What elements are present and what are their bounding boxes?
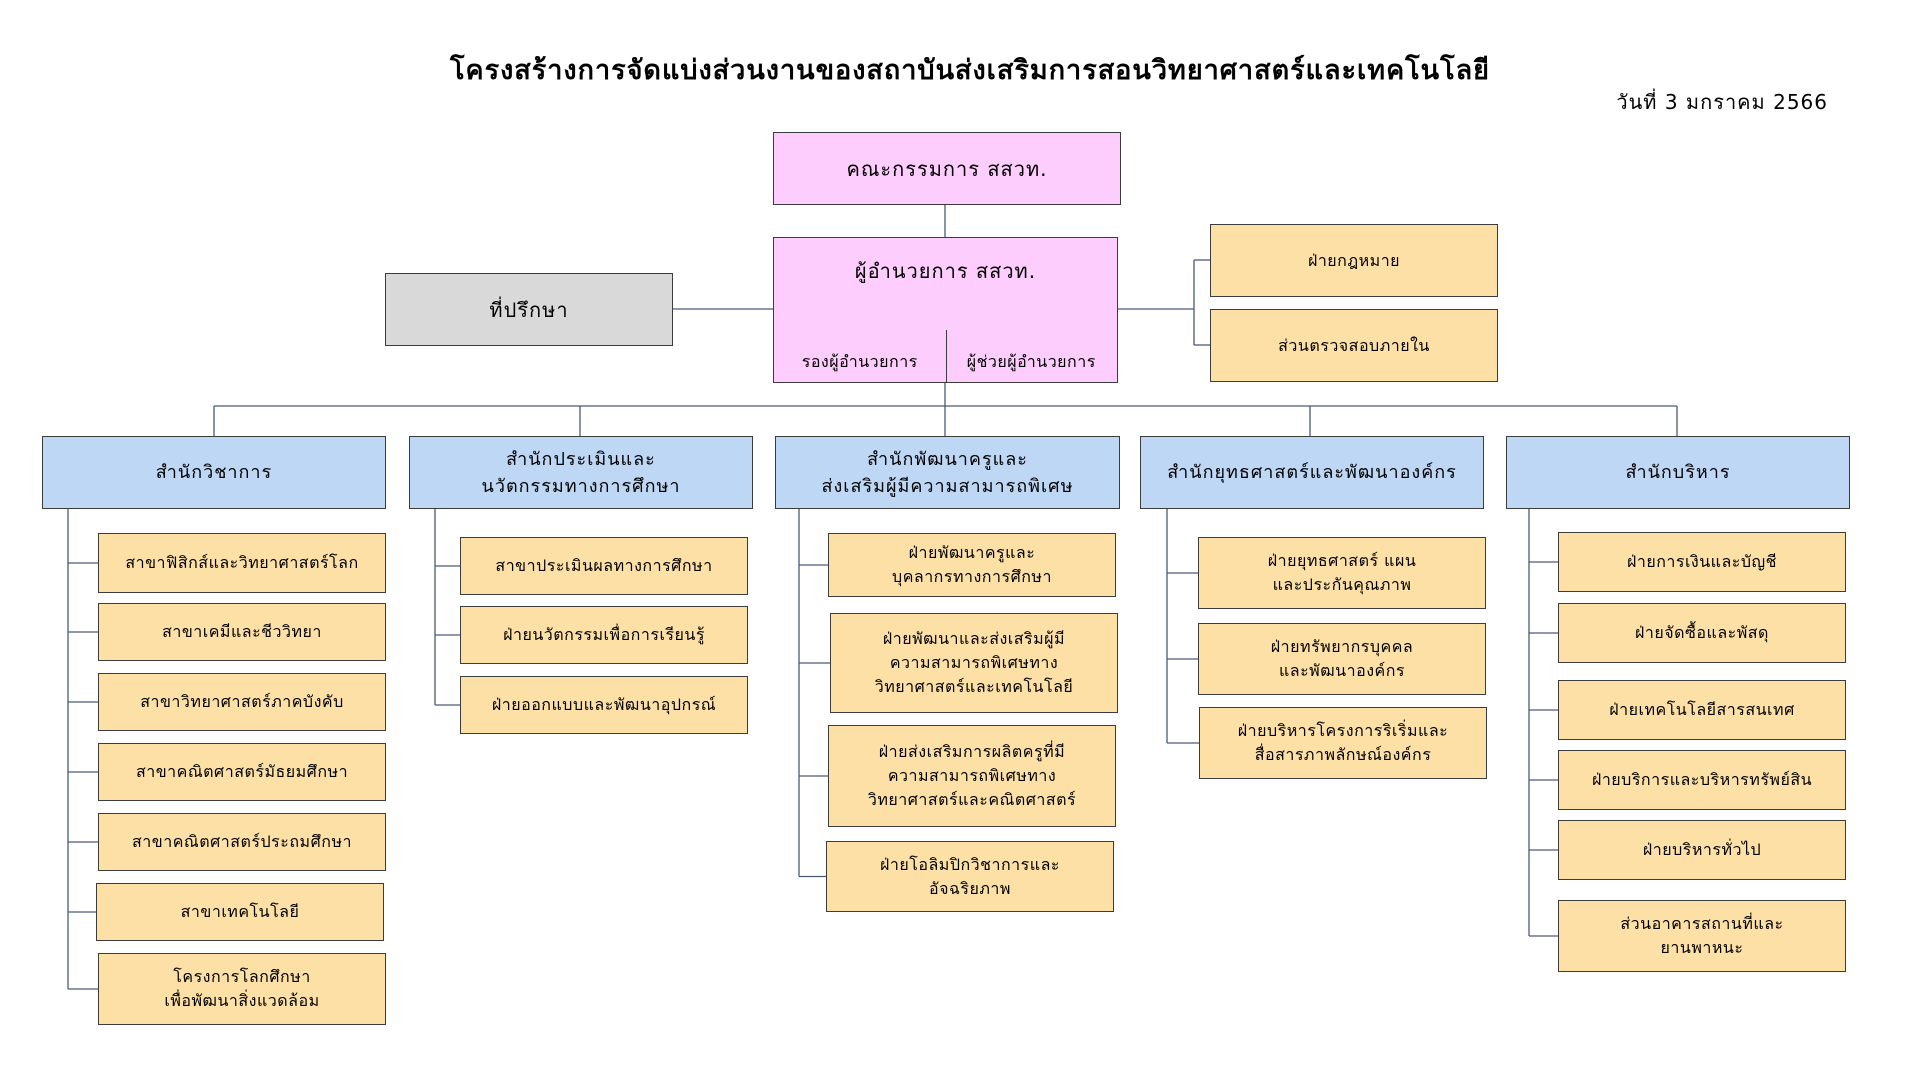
director-box: ผู้อำนวยการ สสวท. รองผู้อำนวยการ ผู้ช่วย… [773,237,1118,383]
unit-box: สาขาคณิตศาสตร์ประถมศึกษา [98,813,386,871]
unit-box: สาขาวิทยาศาสตร์ภาคบังคับ [98,673,386,731]
chart-date: วันที่ 3 มกราคม 2566 [1616,90,1828,114]
advisor-box: ที่ปรึกษา [385,273,673,346]
bureau-box: สำนักบริหาร [1506,436,1850,509]
unit-box: ฝ่ายทรัพยากรบุคคล และพัฒนาองค์กร [1198,623,1486,695]
unit-box: ฝ่ายเทคโนโลยีสารสนเทศ [1558,680,1846,740]
unit-box: โครงการโลกศึกษา เพื่อพัฒนาสิ่งแวดล้อม [98,953,386,1025]
unit-box: สาขาเทคโนโลยี [96,883,384,941]
unit-box: ฝ่ายพัฒนาครูและ บุคลากรทางการศึกษา [828,533,1116,597]
unit-box: สาขาเคมีและชีววิทยา [98,603,386,661]
assistant-director-label: ผู้ช่วยผู้อำนวยการ [966,352,1096,371]
bureau-box: สำนักประเมินและ นวัตกรรมทางการศึกษา [409,436,753,509]
unit-box: ฝ่ายยุทธศาสตร์ แผน และประกันคุณภาพ [1198,537,1486,609]
unit-box: ฝ่ายโอลิมปิกวิชาการและ อัจฉริยภาพ [826,841,1114,912]
board-box: คณะกรรมการ สสวท. [773,132,1121,205]
unit-box: ฝ่ายส่งเสริมการผลิตครูที่มี ความสามารถพิ… [828,725,1116,827]
chart-title: โครงสร้างการจัดแบ่งส่วนงานของสถาบันส่งเส… [450,55,1490,86]
unit-box: ฝ่ายบริหารทั่วไป [1558,820,1846,880]
unit-box: ฝ่ายนวัตกรรมเพื่อการเรียนรู้ [460,606,748,664]
unit-box: ฝ่ายพัฒนาและส่งเสริมผู้มี ความสามารถพิเศ… [830,613,1118,713]
unit-box: สาขาฟิสิกส์และวิทยาศาสตร์โลก [98,533,386,593]
unit-box: ฝ่ายบริการและบริหารทรัพย์สิน [1558,750,1846,810]
unit-box: สาขาคณิตศาสตร์มัธยมศึกษา [98,743,386,801]
legal-unit-box: ฝ่ายกฎหมาย [1210,224,1498,297]
bureau-box: สำนักพัฒนาครูและ ส่งเสริมผู้มีความสามารถ… [775,436,1120,509]
unit-box: สาขาประเมินผลทางการศึกษา [460,537,748,595]
deputy-director-label: รองผู้อำนวยการ [801,352,918,371]
internal-audit-box: ส่วนตรวจสอบภายใน [1210,309,1498,382]
unit-box: ฝ่ายออกแบบและพัฒนาอุปกรณ์ [460,676,748,734]
director-sub-row: รองผู้อำนวยการ ผู้ช่วยผู้อำนวยการ [774,350,1117,374]
unit-box: ฝ่ายการเงินและบัญชี [1558,532,1846,592]
unit-box: ส่วนอาคารสถานที่และ ยานพาหนะ [1558,900,1846,972]
unit-box: ฝ่ายจัดซื้อและพัสดุ [1558,603,1846,663]
bureau-box: สำนักยุทธศาสตร์และพัฒนาองค์กร [1140,436,1484,509]
unit-box: ฝ่ายบริหารโครงการริเริ่มและ สื่อสารภาพลั… [1199,707,1487,779]
director-sub-divider [945,330,947,382]
bureau-box: สำนักวิชาการ [42,436,386,509]
director-title: ผู้อำนวยการ สสวท. [854,259,1037,283]
